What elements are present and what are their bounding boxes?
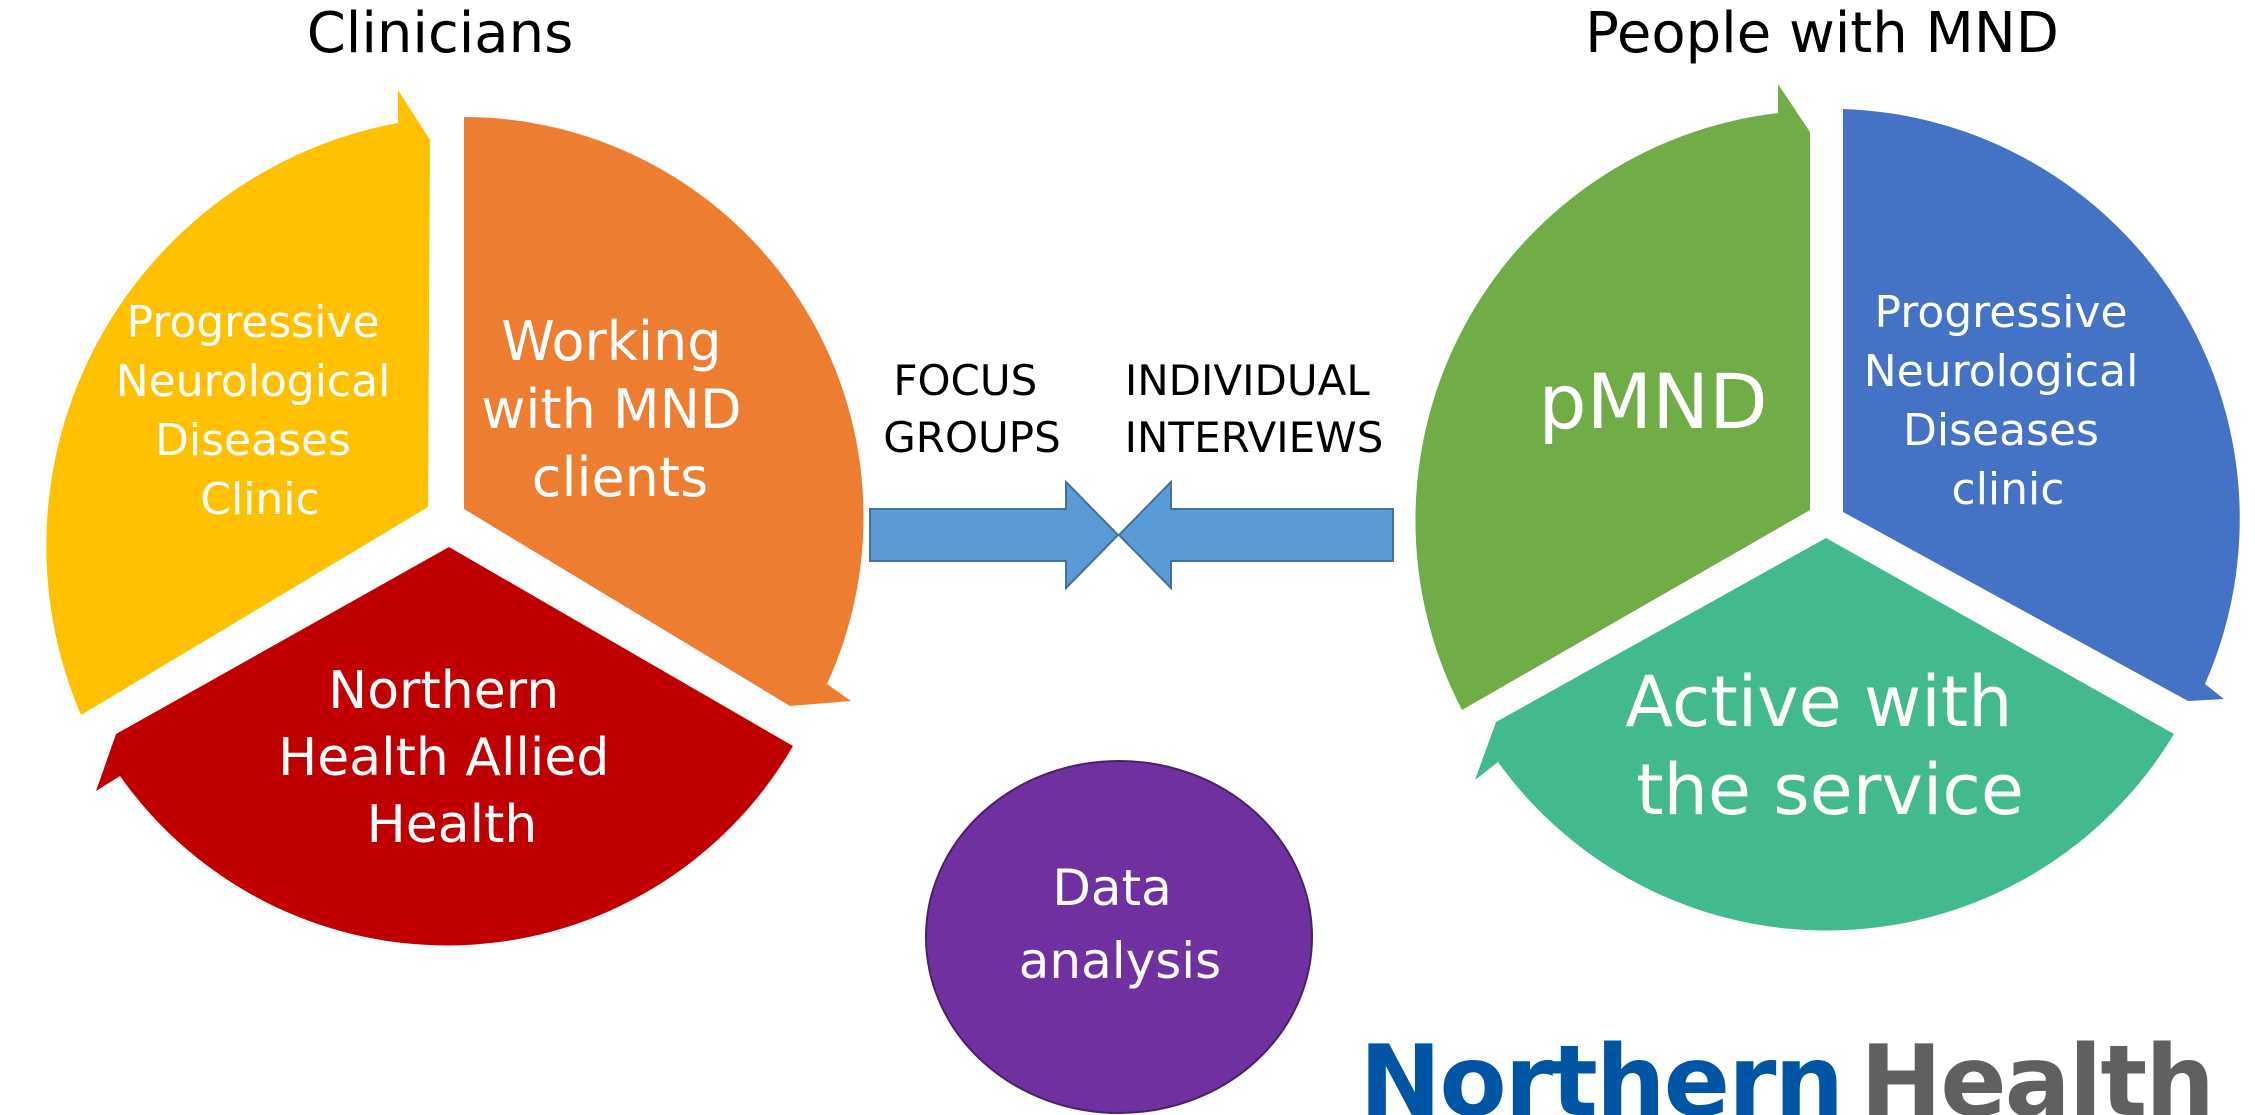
focus-groups-label: FOCUS GROUPS <box>883 356 1061 462</box>
active-with-the-service-label: Active with the service <box>1625 661 2035 831</box>
individual-interviews-arrow <box>1117 479 1394 591</box>
data-analysis-label: Data analysis <box>1019 859 1221 990</box>
working-with-mnd-clients-label: Working with MND clients <box>481 310 758 509</box>
progressive-neurological-clinic-right-segment <box>1843 109 2240 701</box>
logo-word-health: Health <box>1860 1025 2213 1115</box>
active-with-the-service-segment <box>1475 538 2174 931</box>
method-arrows: FOCUS GROUPS INDIVIDUAL INTERVIEWS <box>869 356 1394 591</box>
working-with-mnd-clients-segment <box>464 117 864 706</box>
people-with-mnd-title: People with MND <box>1585 1 2059 66</box>
northern-health-allied-health-segment <box>96 547 793 946</box>
progressive-neurological-clinic-label: Progressive Neurological Diseases Clinic <box>116 297 405 525</box>
pmnd-label: pMND <box>1538 357 1767 446</box>
pmnd-segment <box>1415 84 1810 710</box>
data-analysis-circle <box>925 760 1313 1114</box>
data-analysis-node: Data analysis <box>925 760 1313 1114</box>
progressive-neurological-clinic-segment <box>46 90 430 715</box>
northern-health-allied-health-label: Northern Health Allied Health <box>278 661 626 855</box>
progressive-neurological-clinic-right-label: Progressive Neurological Diseases clinic <box>1864 287 2153 515</box>
individual-interviews-label: INDIVIDUAL INTERVIEWS <box>1125 356 1384 462</box>
clinicians-cycle: Progressive Neurological Diseases Clinic… <box>46 90 864 946</box>
focus-groups-arrow <box>869 479 1120 591</box>
clinicians-title: Clinicians <box>307 1 574 66</box>
people-with-mnd-cycle: pMND Progressive Neurological Diseases c… <box>1415 84 2240 931</box>
logo-word-northern: Northern <box>1359 1025 1842 1115</box>
